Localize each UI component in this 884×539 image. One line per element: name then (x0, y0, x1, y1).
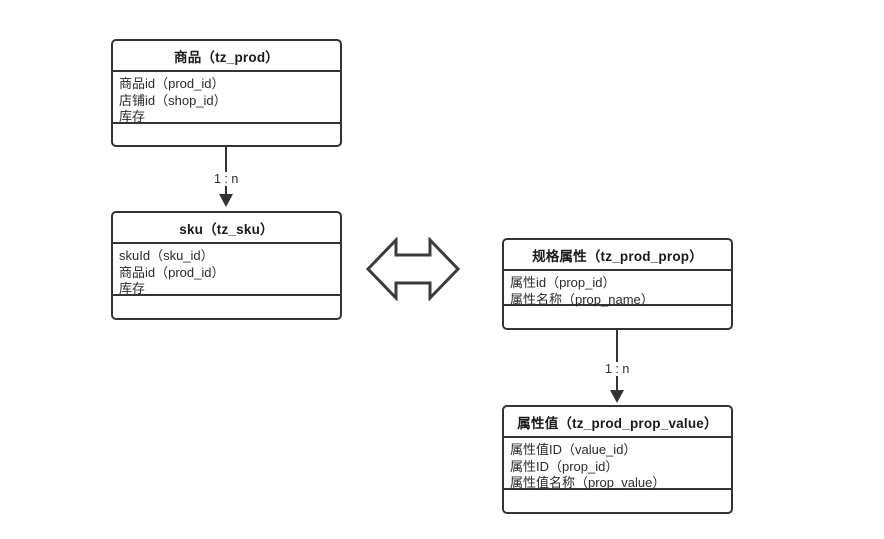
attribute-row: 属性ID（prop_id） (510, 458, 619, 474)
entity-footer-tz-prod (113, 124, 340, 145)
attribute-row: 库存 (119, 281, 146, 296)
entity-attributes-tz-prod-prop: 属性id（prop_id） 属性名称（prop_name） (504, 271, 731, 307)
cardinality-label: 1 : n (603, 362, 632, 376)
entity-box-tz-sku[interactable]: sku（tz_sku） skuId（sku_id） 商品id（prod_id） … (111, 211, 342, 320)
double-headed-arrow-icon (366, 237, 460, 301)
entity-footer-tz-prod-prop-value (504, 490, 731, 512)
attribute-row: skuId（sku_id） (119, 248, 214, 263)
entity-footer-tz-prod-prop (504, 306, 731, 328)
cardinality-label: 1 : n (212, 172, 241, 186)
attribute-row: 商品id（prod_id） (119, 264, 225, 280)
attribute-row: 库存 (119, 109, 146, 124)
connector-line (225, 147, 227, 194)
attribute-row: 属性id（prop_id） (510, 275, 616, 290)
entity-box-tz-prod-prop[interactable]: 规格属性（tz_prod_prop） 属性id（prop_id） 属性名称（pr… (502, 238, 733, 330)
attribute-row: 属性名称（prop_name） (510, 291, 654, 307)
attribute-row: 属性值ID（value_id） (510, 442, 637, 457)
entity-footer-tz-sku (113, 296, 340, 318)
attribute-row: 店铺id（shop_id） (119, 92, 227, 108)
entity-attributes-tz-prod: 商品id（prod_id） 店铺id（shop_id） 库存 (113, 72, 340, 124)
entity-box-tz-prod-prop-value[interactable]: 属性值（tz_prod_prop_value） 属性值ID（value_id） … (502, 405, 733, 514)
attribute-row: 属性值名称（prop_value） (510, 475, 666, 490)
entity-title-tz-prod-prop-value: 属性值（tz_prod_prop_value） (504, 407, 731, 438)
arrowhead-down-icon (610, 390, 624, 403)
arrowhead-down-icon (219, 194, 233, 207)
entity-box-tz-prod[interactable]: 商品（tz_prod） 商品id（prod_id） 店铺id（shop_id） … (111, 39, 342, 147)
entity-title-tz-prod: 商品（tz_prod） (113, 41, 340, 72)
connector-line (616, 330, 618, 390)
attribute-row: 商品id（prod_id） (119, 76, 225, 91)
entity-attributes-tz-prod-prop-value: 属性值ID（value_id） 属性ID（prop_id） 属性值名称（prop… (504, 438, 731, 490)
entity-title-tz-prod-prop: 规格属性（tz_prod_prop） (504, 240, 731, 271)
entity-title-tz-sku: sku（tz_sku） (113, 213, 340, 244)
entity-attributes-tz-sku: skuId（sku_id） 商品id（prod_id） 库存 (113, 244, 340, 296)
